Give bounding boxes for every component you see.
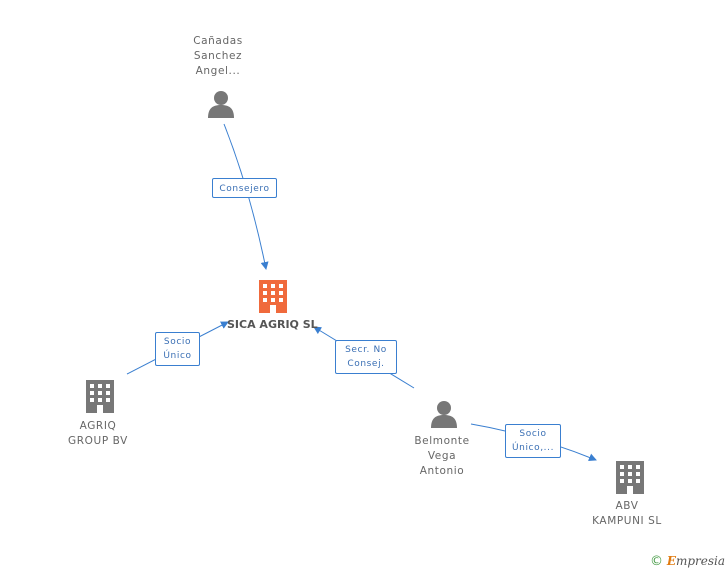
company-name-main[interactable]: SICA AGRIQ SL [227, 318, 318, 331]
person-node-belmonte[interactable] [430, 400, 458, 432]
edge-label-line: Único [163, 351, 192, 361]
building-icon [259, 280, 287, 313]
edge-label-consejero[interactable]: Consejero [212, 178, 277, 198]
empresia-logo: Empresia [667, 554, 725, 568]
edge-label-socio-unico[interactable]: Socio Único [155, 332, 200, 366]
logo-text: mpresia [675, 554, 726, 568]
empresia-watermark: © Empresia [650, 554, 725, 569]
building-icon [86, 380, 114, 413]
copyright-symbol: © [650, 554, 663, 569]
label-line: Sanchez [193, 50, 243, 62]
edge-label-socio-unico-2[interactable]: Socio Único,... [505, 424, 561, 458]
label-line: ABV [615, 500, 639, 512]
label-line: Angel... [195, 65, 241, 77]
label-line: GROUP BV [68, 435, 128, 447]
label-line: AGRIQ [79, 420, 117, 432]
edge-label-line: Socio [163, 337, 192, 347]
company-label-abv[interactable]: ABV KAMPUNI SL [587, 499, 667, 529]
edge-label-line: Secr. No [345, 345, 387, 355]
person-node-canadas[interactable] [207, 90, 235, 122]
edge-label-line: Consejero [219, 184, 270, 194]
logo-initial: E [666, 554, 676, 568]
edge-label-line: Consej. [347, 359, 385, 369]
company-node-agriq[interactable] [86, 380, 114, 417]
person-label-belmonte[interactable]: Belmonte Vega Antonio [402, 434, 482, 479]
label-line: Vega [427, 450, 457, 462]
edge-label-secr-no-consej[interactable]: Secr. No Consej. [335, 340, 397, 374]
building-icon [616, 461, 644, 494]
person-icon [431, 401, 457, 428]
company-node-abv[interactable] [616, 461, 644, 498]
label-line: Antonio [419, 465, 465, 477]
label-line: Cañadas [193, 35, 243, 47]
person-icon [208, 91, 234, 118]
edge-label-line: Socio [519, 429, 547, 439]
company-label-agriq[interactable]: AGRIQ GROUP BV [58, 419, 138, 449]
person-label-canadas[interactable]: Cañadas Sanchez Angel... [178, 34, 258, 79]
company-node-main[interactable] [258, 280, 288, 317]
edge-label-line: Único,... [511, 443, 555, 453]
label-line: KAMPUNI SL [592, 515, 662, 527]
label-line: Belmonte [414, 435, 470, 447]
